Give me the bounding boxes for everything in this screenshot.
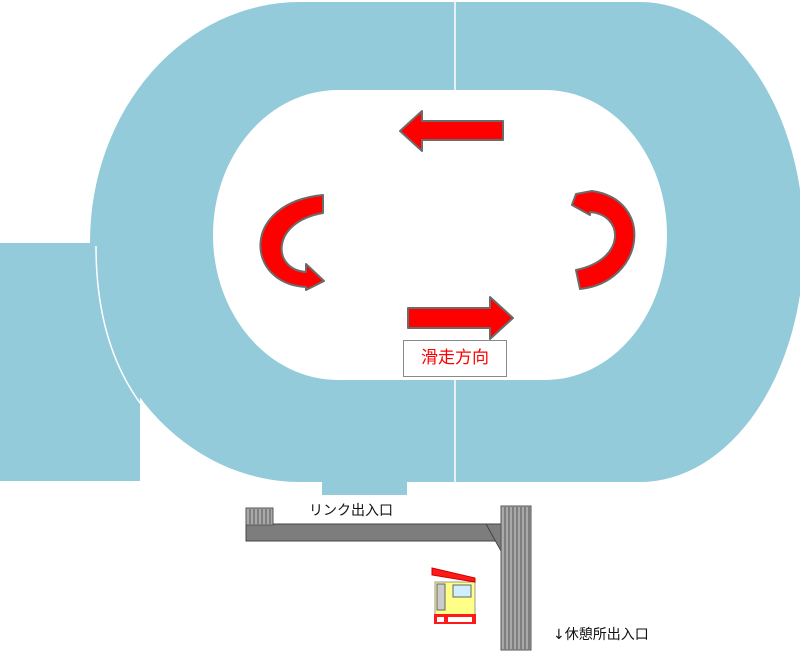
rink-entrance-label: リンク出入口 bbox=[309, 503, 393, 519]
skating-direction-box: 滑走方向 bbox=[403, 340, 507, 377]
rest-area-entrance-label: ↓休憩所出入口 bbox=[553, 627, 649, 643]
direction-arrows bbox=[259, 110, 636, 340]
rest-hut-icon bbox=[431, 567, 476, 624]
skating-direction-label: 滑走方向 bbox=[421, 348, 489, 368]
u-turn-right-icon bbox=[571, 190, 636, 290]
ice-left-seam bbox=[95, 245, 241, 479]
ice-oval-track bbox=[90, 2, 800, 482]
ice-rink bbox=[0, 2, 800, 495]
arrow-left-icon bbox=[399, 110, 504, 152]
rink-exit-notch bbox=[322, 480, 407, 495]
walkway-bar bbox=[245, 523, 502, 542]
stair-pad-large bbox=[500, 505, 532, 651]
arrow-right-icon bbox=[407, 296, 514, 340]
stair-pad-small bbox=[245, 507, 274, 526]
walkway bbox=[245, 505, 532, 651]
u-turn-left-icon bbox=[259, 194, 325, 291]
